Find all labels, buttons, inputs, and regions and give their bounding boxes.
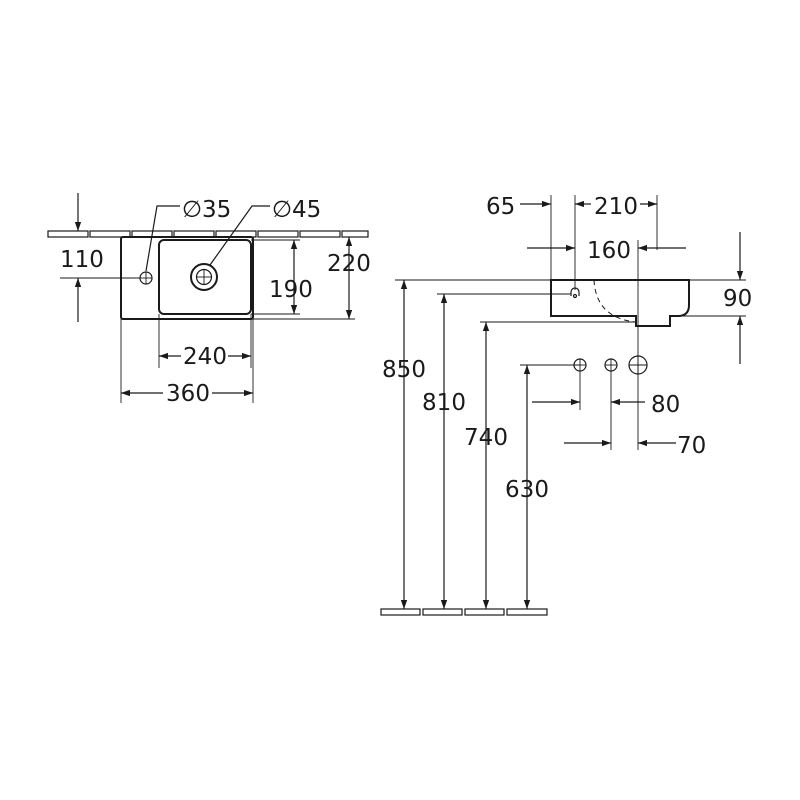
dim-90-label: 90 xyxy=(723,286,752,312)
floor-strip xyxy=(380,608,548,616)
dim-190-label: 190 xyxy=(269,277,313,303)
dim-360-label: 360 xyxy=(166,381,210,407)
dim-240-label: 240 xyxy=(183,344,227,370)
dim-65-label: 65 xyxy=(486,194,515,220)
side-view: 850 810 740 630 90 65 210 160 xyxy=(380,194,752,616)
basin-bowl xyxy=(158,239,252,315)
dim-110-label: 110 xyxy=(60,247,104,273)
dim-80-label: 80 xyxy=(651,392,680,418)
drain-hole xyxy=(190,263,218,291)
basin-profile xyxy=(550,279,690,327)
dim-70-label: 70 xyxy=(677,433,706,459)
connection-points xyxy=(573,355,648,375)
dia-35-label: ∅35 xyxy=(182,197,231,223)
dim-210-label: 210 xyxy=(594,194,638,220)
dim-160-label: 160 xyxy=(587,238,631,264)
tap-hole xyxy=(139,271,153,285)
dim-630-label: 630 xyxy=(505,477,549,503)
dia-45-label: ∅45 xyxy=(272,197,321,223)
dim-850-label: 850 xyxy=(382,357,426,383)
dim-740-label: 740 xyxy=(464,425,508,451)
top-view: ∅35 ∅45 110 190 220 240 360 xyxy=(47,193,371,407)
dim-810-label: 810 xyxy=(422,390,466,416)
dim-220-label: 220 xyxy=(327,251,371,277)
